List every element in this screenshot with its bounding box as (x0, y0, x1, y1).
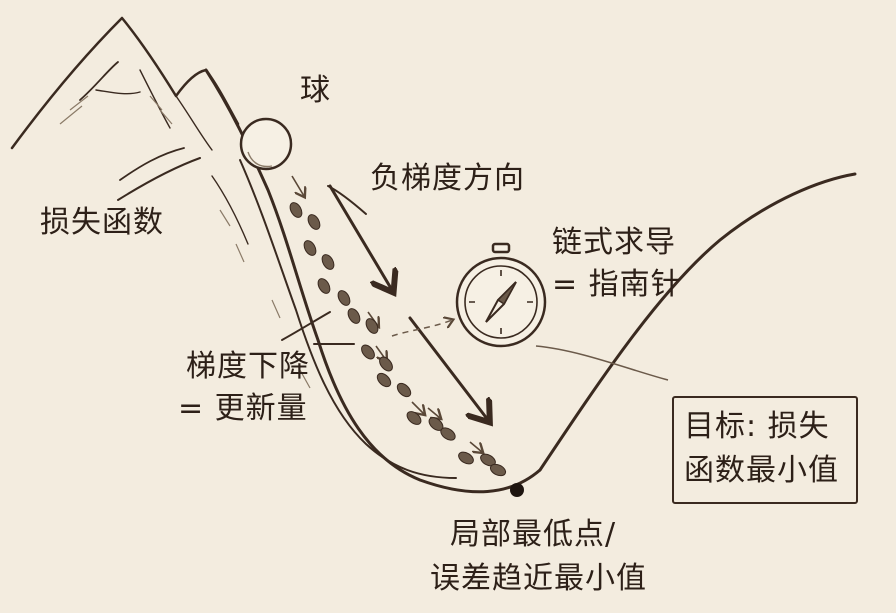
gradient-descent-label-1: 梯度下降 (186, 349, 310, 384)
gradient-descent-label-2: = 更新量 (178, 391, 308, 426)
compass-icon (455, 242, 547, 348)
ball-icon (239, 117, 293, 171)
local-min-label-2: 误差趋近最小值 (430, 561, 647, 596)
local-minimum-point (510, 483, 524, 497)
loss-function-label: 损失函数 (40, 205, 164, 240)
chain-rule-label-2: = 指南针 (552, 267, 682, 302)
local-min-label-1: 局部最低点/ (450, 517, 617, 552)
negative-gradient-label: 负梯度方向 (370, 161, 525, 196)
chain-rule-label-1: 链式求导 (552, 225, 676, 260)
goal-label-2: 函数最小值 (684, 453, 839, 488)
arrow-icon (328, 184, 488, 420)
goal-box (672, 396, 858, 504)
footprints-icon (289, 202, 507, 477)
ball-label: 球 (300, 73, 331, 108)
goal-label-1: 目标: 损失 (684, 409, 830, 444)
